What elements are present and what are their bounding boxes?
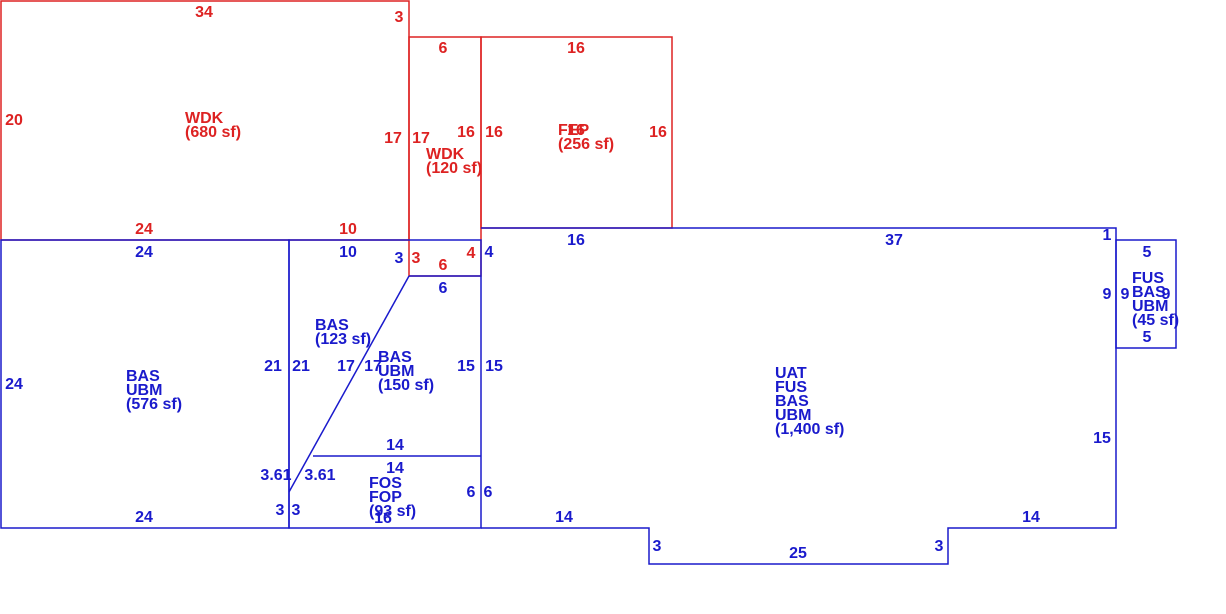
dimension-label: 17 [364, 358, 382, 375]
dimension-label: 15 [457, 358, 475, 375]
dimension-label: 24 [135, 509, 153, 526]
dimension-label: 16 [457, 124, 475, 141]
dimension-label: 16 [649, 124, 667, 141]
dimension-label: 3 [935, 538, 944, 555]
area-label-fep: FEP(256 sf) [558, 122, 614, 153]
area-label-line: FEP [558, 122, 589, 139]
bas-wedge-diagonal [288, 275, 410, 493]
dimension-label: 17 [384, 130, 402, 147]
dimension-label: 16 [567, 40, 585, 57]
area-label-line: BAS [775, 393, 809, 410]
dimension-label: 15 [1093, 430, 1111, 447]
dimension-label: 16 [567, 122, 585, 139]
area-label-bas-wedge: BAS(123 sf) [315, 317, 371, 348]
area-label-line: FOS [369, 475, 402, 492]
area-label-wdk-small: WDK(120 sf) [426, 146, 482, 177]
dimension-label: 3 [395, 250, 404, 267]
dimension-label: 4 [467, 245, 476, 262]
dimension-label: 10 [339, 221, 357, 238]
dimension-label: 14 [386, 437, 404, 454]
dimension-label: 5 [1143, 244, 1152, 261]
area-label-line: FOP [369, 489, 402, 506]
dimension-label: 14 [555, 509, 573, 526]
dimension-label: 34 [195, 4, 213, 21]
dimension-label: 20 [5, 112, 23, 129]
area-label-line: (150 sf) [378, 377, 434, 394]
dimension-label: 9 [1121, 286, 1130, 303]
area-label-line: (45 sf) [1132, 312, 1179, 329]
dimension-label: 3.61 [260, 467, 291, 484]
dimension-label: 6 [439, 280, 448, 297]
dimension-label: 17 [337, 358, 355, 375]
dimension-label: 6 [439, 257, 448, 274]
dimension-label: 21 [292, 358, 310, 375]
area-label-line: BAS [126, 368, 160, 385]
area-label-wdk-large: WDK(680 sf) [185, 110, 241, 141]
bas-middle-outline [288, 239, 482, 529]
dimension-label: 1 [1103, 227, 1112, 244]
dimension-label: 17 [412, 130, 430, 147]
dimension-label: 6 [467, 484, 476, 501]
dimension-label: 16 [567, 232, 585, 249]
area-label-line: BAS [378, 349, 412, 366]
dimension-label: 3 [395, 9, 404, 26]
fus-right-outline [1115, 239, 1177, 349]
area-label-line: (256 sf) [558, 136, 614, 153]
dimension-label: 21 [264, 358, 282, 375]
dimension-label: 3 [292, 502, 301, 519]
area-label-line: UBM [775, 407, 811, 424]
area-label-line: UBM [1132, 298, 1168, 315]
dimension-label: 14 [386, 460, 404, 477]
dimension-label: 6 [439, 40, 448, 57]
area-label-line: FUS [1132, 270, 1164, 287]
area-label-line: (93 sf) [369, 503, 416, 520]
dimension-label: 24 [135, 244, 153, 261]
area-label-line: UBM [378, 363, 414, 380]
dimension-label: 10 [339, 244, 357, 261]
area-label-line: FUS [775, 379, 807, 396]
dimension-label: 3 [276, 502, 285, 519]
area-label-line: UAT [775, 365, 807, 382]
area-label-line: (123 sf) [315, 331, 371, 348]
dimension-label: 6 [484, 484, 493, 501]
dimension-label: 5 [1143, 329, 1152, 346]
dimension-label: 16 [485, 124, 503, 141]
dimension-label: 14 [1022, 509, 1040, 526]
dimension-label: 4 [485, 244, 494, 261]
dimension-label: 3.61 [304, 467, 335, 484]
dimension-label: 15 [485, 358, 503, 375]
area-label-line: (680 sf) [185, 124, 241, 141]
area-label-line: BAS [315, 317, 349, 334]
dimension-label: 9 [1103, 286, 1112, 303]
dimension-label: 25 [789, 545, 807, 562]
area-label-line: (576 sf) [126, 396, 182, 413]
dimension-label: 24 [135, 221, 153, 238]
dimension-label: 16 [374, 510, 392, 527]
dimension-label: 3 [653, 538, 662, 555]
dimension-label: 9 [1162, 286, 1171, 303]
area-label-line: WDK [426, 146, 465, 163]
dimension-label: 37 [885, 232, 903, 249]
area-label-line: BAS [1132, 284, 1166, 301]
area-label-line: UBM [126, 382, 162, 399]
dimension-label: 24 [5, 376, 23, 393]
area-label-line: (120 sf) [426, 160, 482, 177]
dimension-label: 3 [412, 250, 421, 267]
area-label-line: WDK [185, 110, 224, 127]
area-label-line: (1,400 sf) [775, 421, 844, 438]
